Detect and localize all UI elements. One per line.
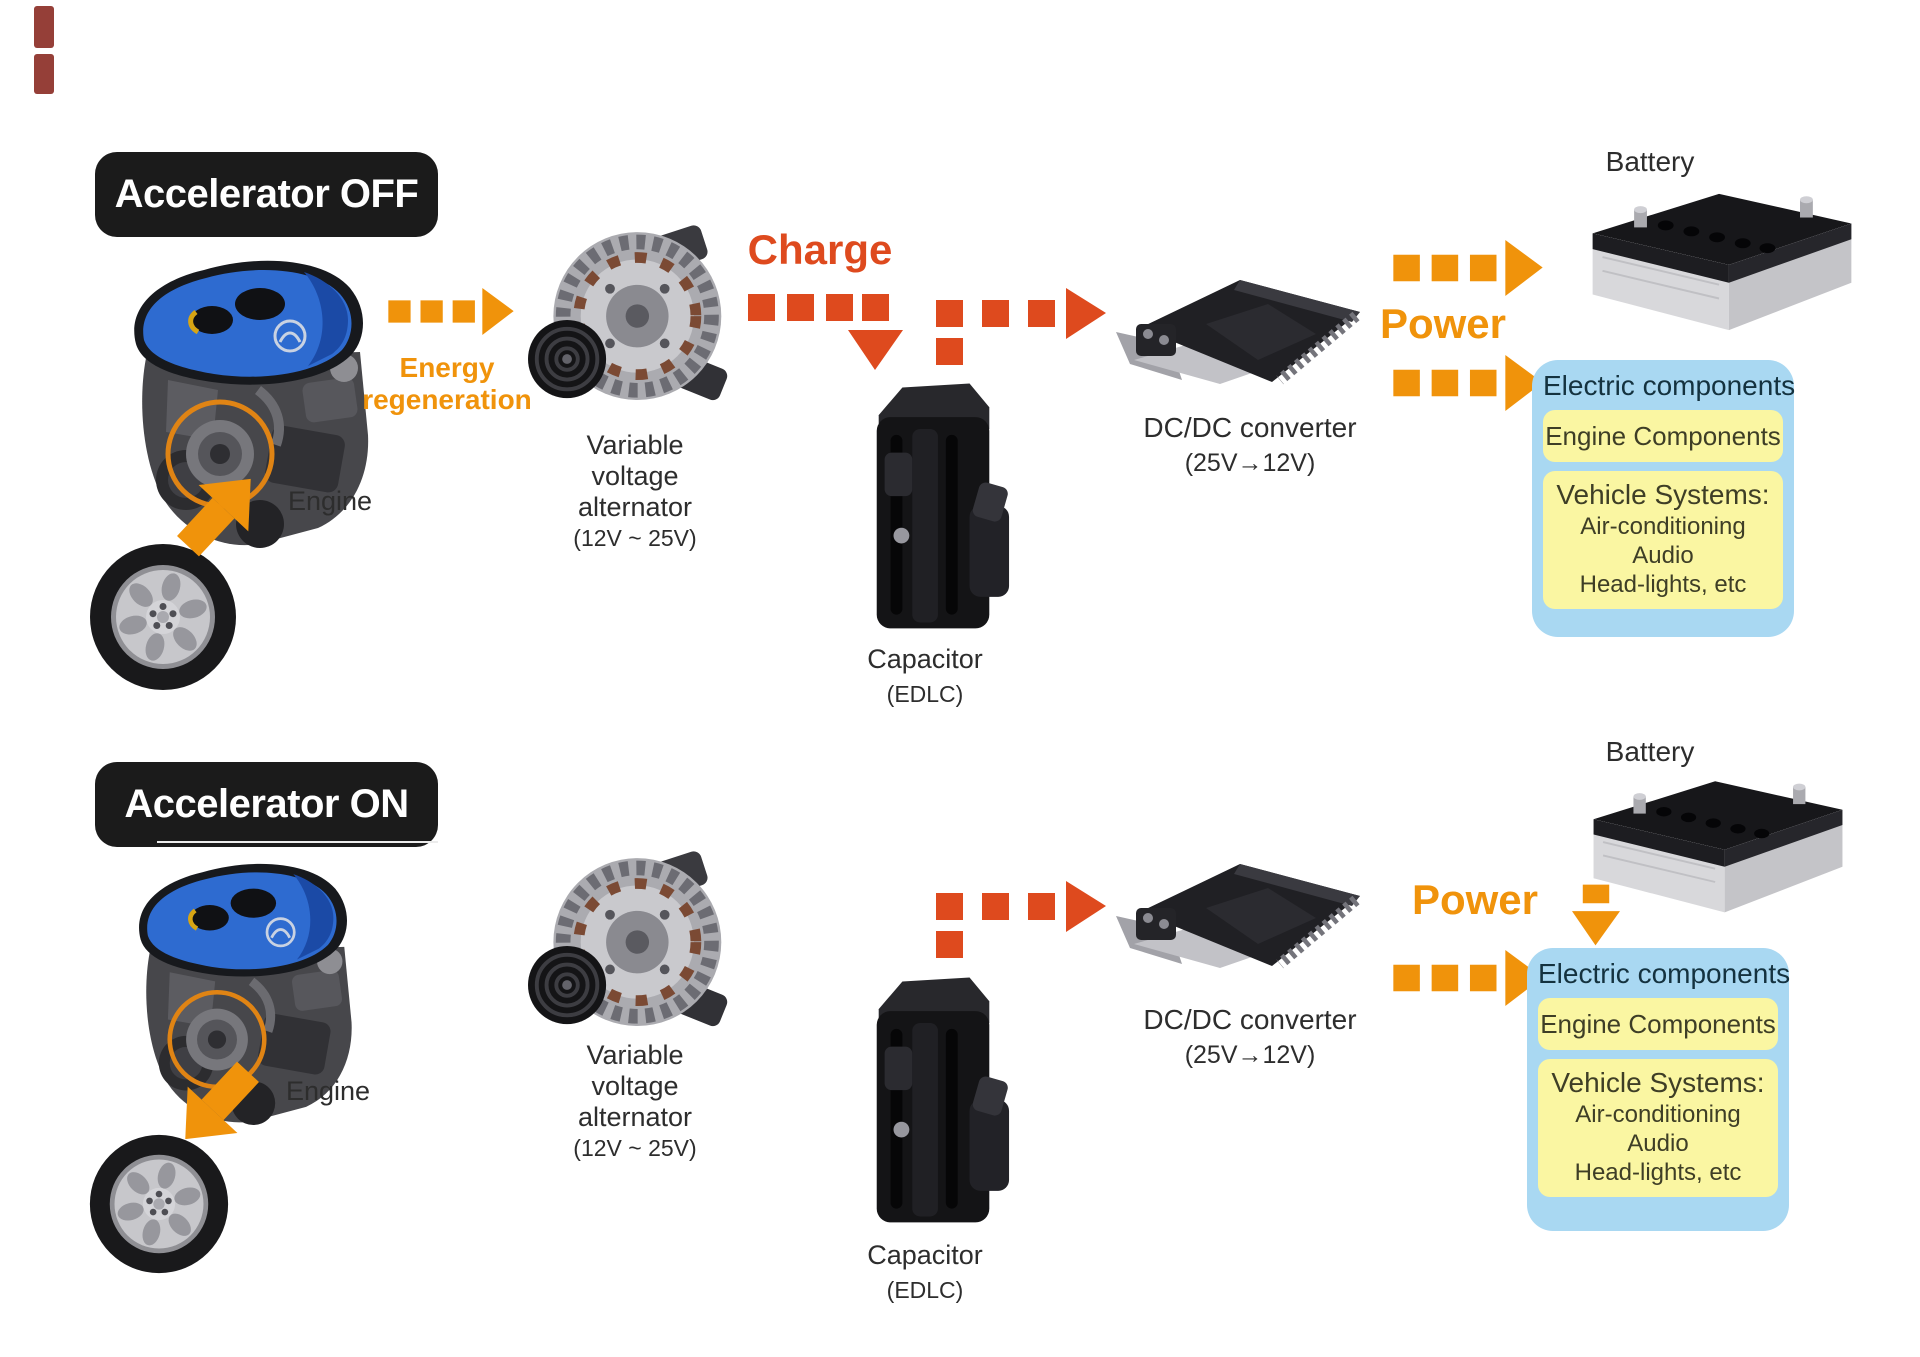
vehicle-systems-item: Head-lights, etc [1574, 1159, 1742, 1186]
charge-label: Charge [747, 226, 893, 273]
alternator-label-line3: alternator [577, 1102, 693, 1132]
alternator-voltage-range: (12V ~ 25V) [573, 1135, 697, 1161]
electric-components-title: Electric components [1538, 958, 1791, 989]
vehicle-systems-item: Air-conditioning [1580, 513, 1746, 540]
capacitor-sublabel: (EDLC) [886, 681, 964, 707]
vehicle-systems-item: Audio [1627, 1130, 1689, 1157]
capacitor-illustration [876, 977, 1010, 1223]
alternator-voltage-range: (12V ~ 25V) [573, 525, 697, 551]
alternator-label-line3: alternator [577, 492, 693, 522]
engine-label: Engine [287, 486, 373, 516]
alternator-label-line2: voltage [591, 461, 679, 491]
wheel-illustration [89, 1134, 229, 1274]
capacitor-to-dcdc-arrow [936, 881, 1106, 958]
vehicle-systems-title: Vehicle Systems: [1551, 1067, 1765, 1098]
vehicle-systems-box: Vehicle Systems: Air-conditioning Audio … [1538, 1059, 1778, 1197]
battery-label: Battery [1605, 736, 1695, 767]
dcdc-converter-sublabel: (25V→12V) [1184, 449, 1316, 477]
alternator-illustration [528, 838, 733, 1053]
power-label: Power [1411, 876, 1539, 923]
energy-regeneration-line2: regeneration [362, 384, 532, 415]
accelerator-on-badge: Accelerator ON [95, 762, 438, 847]
vehicle-systems-item: Head-lights, etc [1579, 571, 1747, 598]
engine-components-box: Engine Components [1538, 998, 1778, 1050]
dcdc-converter-label: DC/DC converter [1143, 1004, 1357, 1035]
dcdc-to-electric-arrow [1393, 950, 1543, 1006]
dcdc-converter-sublabel: (25V→12V) [1184, 1041, 1316, 1069]
alternator-label: Variable voltage alternator [540, 1040, 730, 1133]
capacitor-label: Capacitor [867, 1240, 983, 1270]
page-edge-mark [34, 6, 54, 48]
image-seam-line [157, 841, 438, 843]
alternator-label: Variable voltage alternator [540, 430, 730, 523]
vehicle-systems-box: Vehicle Systems: Air-conditioning Audio … [1543, 471, 1783, 609]
electric-components-title: Electric components [1543, 370, 1796, 401]
alternator-label-line2: voltage [591, 1071, 679, 1101]
battery-to-electric-arrow [1572, 884, 1620, 946]
battery-label: Battery [1605, 146, 1695, 177]
dcdc-converter-illustration [1110, 852, 1370, 982]
power-label: Power [1379, 300, 1507, 347]
accelerator-off-badge: Accelerator OFF [95, 152, 438, 237]
vehicle-systems-item: Air-conditioning [1575, 1101, 1741, 1128]
energy-regeneration-label: Energy regeneration [322, 352, 572, 416]
vehicle-systems-item: Audio [1632, 542, 1694, 569]
alternator-label-line1: Variable [586, 430, 684, 460]
electric-components-box: Electric components Engine Components Ve… [1527, 948, 1791, 1231]
alternator-label-line1: Variable [586, 1040, 684, 1070]
engine-components-box: Engine Components [1543, 410, 1783, 462]
vehicle-systems-title: Vehicle Systems: [1556, 479, 1770, 510]
energy-regeneration-line1: Energy [399, 352, 495, 383]
capacitor-label: Capacitor [867, 644, 983, 674]
dcdc-converter-label: DC/DC converter [1143, 412, 1357, 443]
engine-label: Engine [285, 1076, 371, 1106]
page-edge-mark [34, 54, 54, 94]
electric-components-box: Electric components Engine Components Ve… [1532, 360, 1796, 637]
capacitor-sublabel: (EDLC) [886, 1277, 964, 1303]
